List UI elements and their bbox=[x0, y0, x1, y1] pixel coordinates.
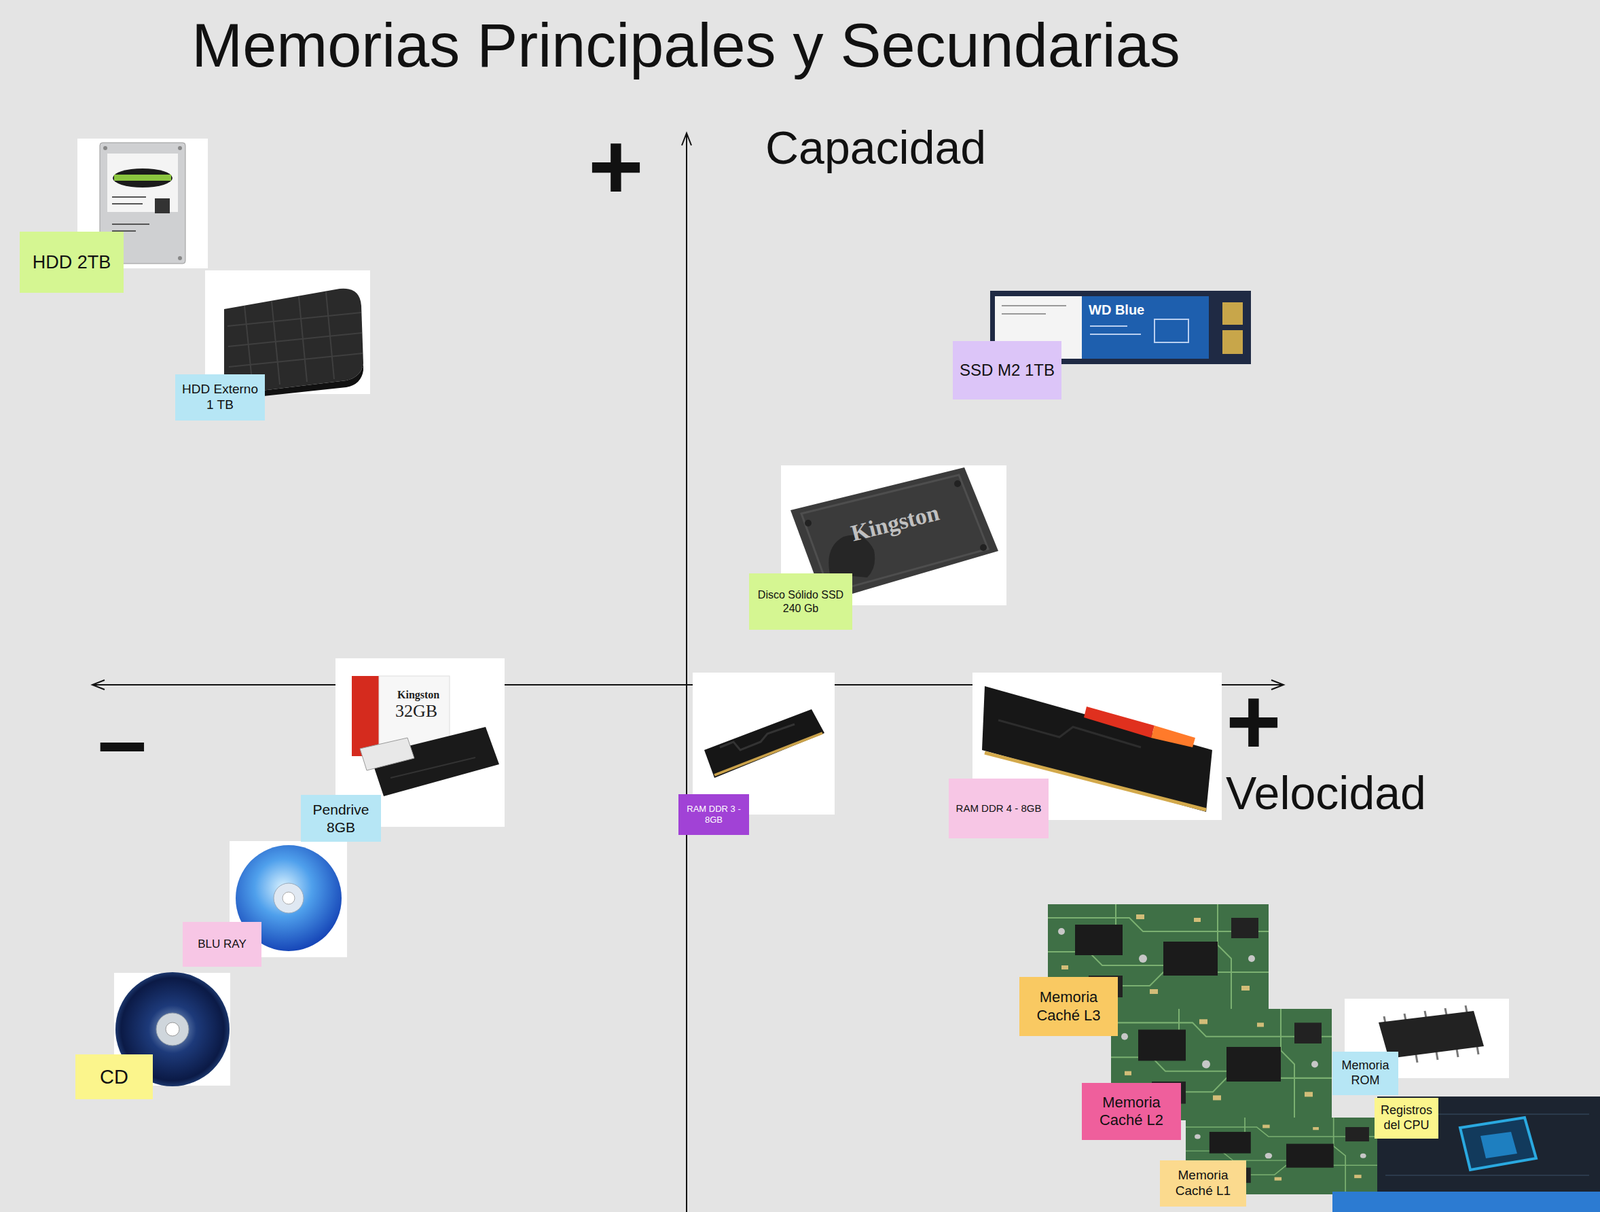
sticky-note: Memoria Caché L3 bbox=[1019, 976, 1118, 1036]
note-text: RAM DDR 3 - 8GB bbox=[683, 803, 745, 825]
note-text: Memoria Caché L2 bbox=[1086, 1093, 1177, 1130]
note-text: SSD M2 1TB bbox=[959, 360, 1055, 381]
note-text: Pendrive 8GB bbox=[305, 800, 377, 835]
sticky-note: BLU RAY bbox=[182, 921, 262, 967]
note-text: Memoria Caché L3 bbox=[1024, 988, 1114, 1025]
brand-text: Kingston bbox=[397, 689, 440, 701]
note-text: CD bbox=[99, 1064, 129, 1089]
note-text: Registros del CPU bbox=[1379, 1102, 1434, 1133]
sticky-note: HDD 2TB bbox=[19, 231, 124, 293]
note-text: HDD 2TB bbox=[32, 251, 112, 274]
cpu-photo bbox=[1377, 1096, 1600, 1194]
note-text: Memoria ROM bbox=[1337, 1058, 1394, 1088]
note-text: RAM DDR 4 - 8GB bbox=[956, 802, 1042, 815]
note-text: Memoria Caché L1 bbox=[1164, 1167, 1242, 1199]
sticky-note: Disco Sólido SSD 240 Gb bbox=[749, 573, 853, 630]
sticky-note: Memoria Caché L2 bbox=[1081, 1082, 1181, 1140]
sticky-note: Memoria ROM bbox=[1332, 1051, 1399, 1095]
axes bbox=[92, 133, 1284, 1212]
sticky-note: Memoria Caché L1 bbox=[1159, 1159, 1247, 1207]
blue-bar bbox=[1332, 1191, 1600, 1212]
brand-text: WD Blue bbox=[1088, 302, 1145, 317]
note-text: HDD Externo 1 TB bbox=[179, 381, 261, 413]
axis-plus: + bbox=[1225, 673, 1282, 769]
title: Memorias Principales y Secundarias bbox=[0, 14, 1372, 77]
sticky-note: HDD Externo 1 TB bbox=[175, 374, 265, 421]
axis-minus: – bbox=[97, 695, 147, 784]
sticky-note: RAM DDR 3 - 8GB bbox=[678, 793, 750, 835]
axis-title: Velocidad bbox=[1225, 769, 1427, 816]
sticky-note: RAM DDR 4 - 8GB bbox=[948, 778, 1049, 839]
axis-title: Capacidad bbox=[765, 124, 987, 171]
sticky-note: CD bbox=[75, 1053, 153, 1099]
sticky-note: Pendrive 8GB bbox=[300, 794, 381, 842]
sticky-note: SSD M2 1TB bbox=[952, 340, 1062, 400]
ram-ddr3-photo bbox=[692, 672, 835, 815]
axis-plus: + bbox=[588, 118, 644, 214]
note-text: Disco Sólido SSD 240 Gb bbox=[753, 588, 848, 614]
note-text: BLU RAY bbox=[197, 937, 247, 951]
cache-boards bbox=[1047, 903, 1378, 1194]
sticky-note: Registros del CPU bbox=[1374, 1097, 1439, 1139]
capacity-text: 32GB bbox=[395, 702, 438, 720]
